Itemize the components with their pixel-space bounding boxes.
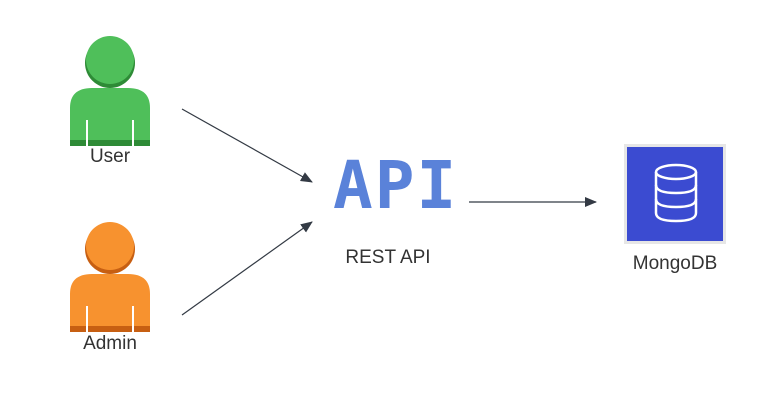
database-icon bbox=[624, 144, 726, 244]
edge-admin-to-api bbox=[181, 221, 313, 316]
admin-person-icon bbox=[70, 222, 150, 332]
api-logo: API bbox=[333, 147, 459, 224]
user-label: User bbox=[89, 146, 131, 167]
rest-api-label: REST API bbox=[345, 247, 431, 268]
user-person-icon bbox=[70, 36, 150, 146]
admin-label: Admin bbox=[83, 333, 137, 354]
edge-user-to-api bbox=[181, 108, 313, 183]
mongodb-label: MongoDB bbox=[632, 253, 718, 274]
